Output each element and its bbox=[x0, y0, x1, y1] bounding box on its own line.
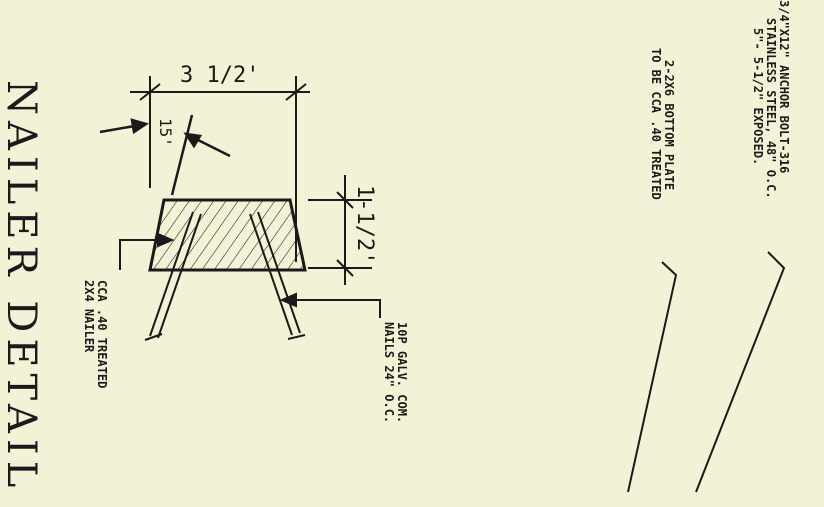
nails-leader bbox=[279, 292, 381, 318]
width-dimension-label: 3 1/2' bbox=[180, 63, 259, 88]
plate-callout-line2: TO BE CCA .40 TREATED bbox=[649, 48, 663, 200]
nailer-leader bbox=[119, 232, 175, 270]
plate-callout-line1: 2-2X6 BOTTOM PLATE bbox=[662, 60, 676, 190]
nailer-callout-line2: 2X4 NAILER bbox=[82, 280, 96, 353]
nails-callout-line2: NAILS 24" O.C. bbox=[382, 322, 396, 423]
nailer-callout-line1: CCA .40 TREATED bbox=[95, 280, 109, 388]
angle-dimension-label: 15' bbox=[156, 118, 175, 147]
nails bbox=[144, 211, 306, 341]
bolt-callout-line3: 5"- 5-1/2" EXPOSED. bbox=[751, 28, 765, 165]
bolt-callout-line1: 3/4"X12" ANCHOR BOLT-316 bbox=[777, 0, 791, 173]
angle-dimension bbox=[99, 114, 231, 196]
bolt-callout-line2: STAINLESS STEEL, 48" O.C. bbox=[764, 18, 778, 199]
height-dimension-label: 1-1/2' bbox=[352, 185, 377, 264]
drawing-title: NAILER DETAIL bbox=[0, 80, 44, 493]
nails-callout-line1: 10P GALV. COM. bbox=[395, 322, 409, 423]
bolt-leader bbox=[695, 251, 786, 493]
width-dimension bbox=[130, 76, 310, 262]
height-dimension bbox=[308, 175, 372, 285]
nailer-section bbox=[148, 198, 307, 272]
plate-leader bbox=[627, 261, 678, 493]
